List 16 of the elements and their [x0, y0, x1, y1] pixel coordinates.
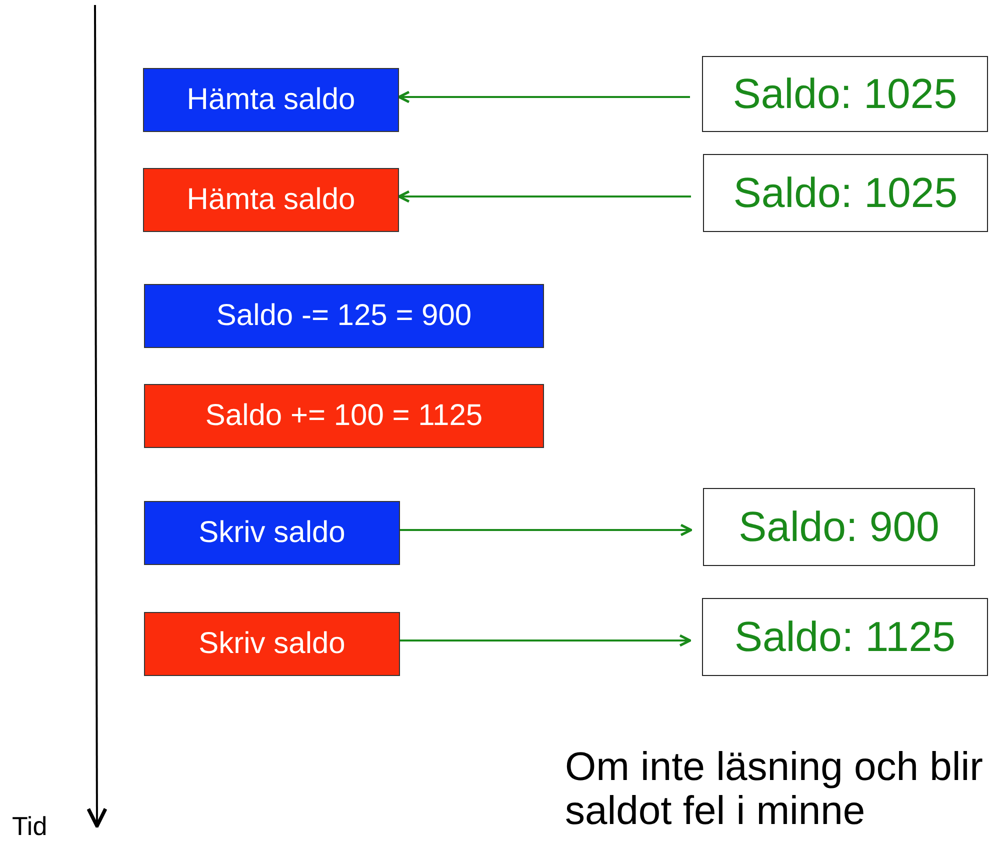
process-box: Hämta saldo: [143, 68, 399, 132]
note-text: Om inte läsning och blir saldot fel i minne: [565, 745, 984, 833]
process-box: Skriv saldo: [144, 501, 400, 565]
value-box: Saldo: 1025: [702, 56, 988, 132]
value-box: Saldo: 900: [703, 488, 975, 566]
process-box: Skriv saldo: [144, 612, 400, 676]
value-box: Saldo: 1125: [702, 598, 988, 676]
value-box: Saldo: 1025: [703, 154, 988, 232]
process-box: Hämta saldo: [143, 168, 399, 232]
process-box: Saldo += 100 = 1125: [144, 384, 544, 448]
arrow: [400, 634, 692, 647]
axis-label: Tid: [12, 812, 48, 841]
arrow: [398, 90, 690, 104]
arrow: [400, 524, 692, 536]
arrow: [398, 190, 691, 203]
process-box: Saldo -= 125 = 900: [144, 284, 544, 348]
